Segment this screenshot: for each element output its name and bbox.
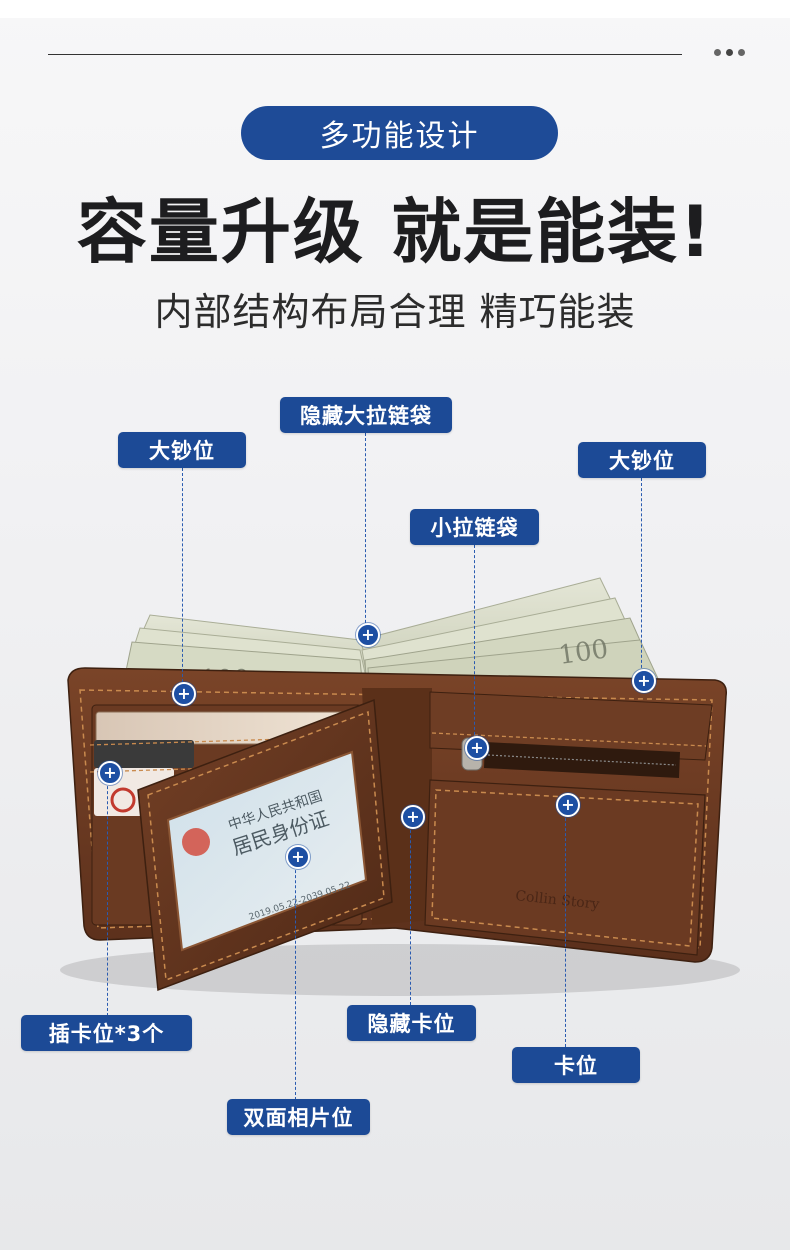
label-card-slot: 卡位 <box>512 1047 640 1083</box>
subheadline: 内部结构布局合理 精巧能装 <box>154 290 636 334</box>
plus-circle-icon[interactable]: + <box>632 669 656 693</box>
bottom-band <box>0 1250 790 1256</box>
dot <box>738 49 745 56</box>
label-large-bill-right: 大钞位 <box>578 442 706 478</box>
dot <box>714 49 721 56</box>
section-pill: 多功能设计 <box>241 106 558 160</box>
leader-card-slot <box>565 803 566 1047</box>
leader-hidden-card <box>410 815 411 1005</box>
label-large-bill-left: 大钞位 <box>118 432 246 468</box>
label-double-photo: 双面相片位 <box>227 1099 370 1135</box>
leader-large-bill-left <box>182 468 183 692</box>
plus-circle-icon[interactable]: + <box>465 736 489 760</box>
label-hidden-large-zipper: 隐藏大拉链袋 <box>280 397 452 433</box>
plus-circle-icon[interactable]: + <box>401 805 425 829</box>
plus-circle-icon[interactable]: + <box>556 793 580 817</box>
plus-circle-icon[interactable]: + <box>98 761 122 785</box>
leader-card-slots <box>107 771 108 1016</box>
label-small-zipper: 小拉链袋 <box>410 509 539 545</box>
header-rule <box>48 54 682 55</box>
leader-hidden-large-zipper <box>365 433 366 633</box>
leader-double-photo <box>295 855 296 1100</box>
svg-text:100: 100 <box>557 634 610 671</box>
leader-small-zipper <box>474 545 475 745</box>
more-dots-icon[interactable] <box>714 49 745 56</box>
leader-large-bill-right <box>641 478 642 678</box>
plus-circle-icon[interactable]: + <box>172 682 196 706</box>
label-hidden-card: 隐藏卡位 <box>347 1005 476 1041</box>
plus-circle-icon[interactable]: + <box>286 845 310 869</box>
plus-circle-icon[interactable]: + <box>356 623 380 647</box>
headline: 容量升级 就是能装! <box>76 191 714 273</box>
top-band <box>0 0 790 18</box>
label-card-slots: 插卡位*3个 <box>21 1015 192 1051</box>
id-flap: 中华人民共和国 居民身份证 2019.05.22-2039.05.22 <box>137 698 393 992</box>
dot <box>726 49 733 56</box>
